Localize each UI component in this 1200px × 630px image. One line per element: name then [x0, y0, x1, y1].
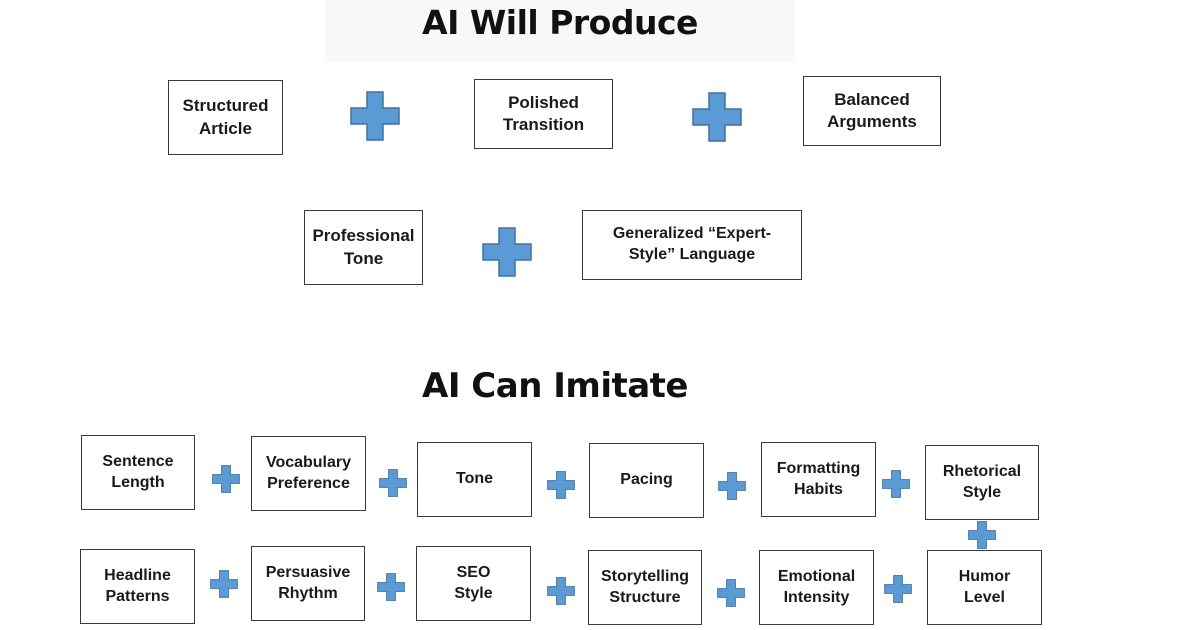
plus-icon — [482, 227, 532, 277]
imitate-item-label: Formatting Habits — [776, 459, 861, 498]
plus-icon — [717, 579, 745, 607]
produce-item-structured-article: Structured Article — [168, 80, 283, 155]
produce-item-label: Professional Tone — [312, 226, 415, 268]
imitate-item-label: Headline Patterns — [104, 566, 171, 605]
produce-item-expert-style-language: Generalized “Expert- Style” Language — [582, 210, 802, 280]
plus-icon — [547, 471, 575, 499]
imitate-item-label: Rhetorical Style — [942, 462, 1022, 501]
produce-item-label: Structured Article — [182, 96, 269, 138]
imitate-item-humor-level: Humor Level — [927, 550, 1042, 625]
plus-icon — [350, 91, 400, 141]
produce-item-balanced-arguments: Balanced Arguments — [803, 76, 941, 146]
imitate-item-headline-patterns: Headline Patterns — [80, 549, 195, 624]
imitate-item-label: Humor Level — [958, 567, 1011, 606]
imitate-item-label: Persuasive Rhythm — [265, 563, 351, 602]
title-highlight-band — [325, 0, 795, 62]
plus-icon — [718, 472, 746, 500]
imitate-item-label: Sentence Length — [102, 452, 174, 491]
imitate-item-label: SEO Style — [454, 563, 493, 602]
imitate-item-label: Emotional Intensity — [777, 567, 856, 606]
plus-icon — [379, 469, 407, 497]
produce-item-label: Generalized “Expert- Style” Language — [612, 225, 772, 263]
plus-icon — [547, 577, 575, 605]
imitate-item-label: Storytelling Structure — [600, 567, 689, 606]
imitate-item-label: Pacing — [620, 471, 673, 489]
produce-item-label: Polished Transition — [502, 92, 585, 134]
imitate-item-tone: Tone — [417, 442, 532, 517]
imitate-item-pacing: Pacing — [589, 443, 704, 518]
imitate-item-seo-style: SEO Style — [416, 546, 531, 621]
imitate-item-emotional-intensity: Emotional Intensity — [759, 550, 874, 625]
imitate-item-label: Vocabulary Preference — [265, 453, 352, 492]
produce-section-title: AI Will Produce — [422, 3, 698, 42]
imitate-item-vocabulary-preference: Vocabulary Preference — [251, 436, 366, 511]
imitate-item-rhetorical-style: Rhetorical Style — [925, 445, 1039, 520]
imitate-item-label: Tone — [455, 470, 494, 488]
plus-icon — [882, 470, 910, 498]
produce-item-professional-tone: Professional Tone — [304, 210, 423, 285]
plus-icon — [210, 570, 238, 598]
plus-icon — [212, 465, 240, 493]
imitate-item-sentence-length: Sentence Length — [81, 435, 195, 510]
imitate-item-storytelling-structure: Storytelling Structure — [588, 550, 702, 625]
produce-item-polished-transition: Polished Transition — [474, 79, 613, 149]
plus-icon — [692, 92, 742, 142]
plus-icon — [377, 573, 405, 601]
plus-icon — [968, 521, 996, 549]
imitate-item-persuasive-rhythm: Persuasive Rhythm — [251, 546, 365, 621]
imitate-item-formatting-habits: Formatting Habits — [761, 442, 876, 517]
plus-icon — [884, 575, 912, 603]
imitate-section-title: AI Can Imitate — [422, 366, 688, 406]
produce-item-label: Balanced Arguments — [827, 89, 917, 131]
